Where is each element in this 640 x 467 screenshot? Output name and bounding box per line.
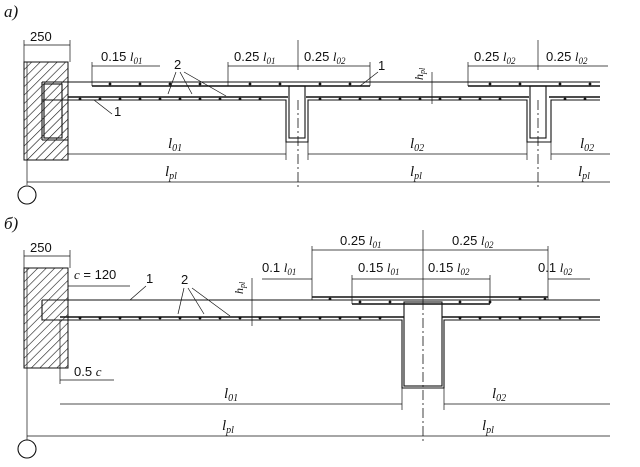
panel-a-wall-width: 250 xyxy=(30,29,52,44)
panel-b-slab-bottom xyxy=(41,300,600,389)
panel-b-callout-2: 2 xyxy=(181,272,188,287)
panel-a-axis-marker xyxy=(17,185,37,205)
panel-a-dim-025-l01: 0.25 l01 xyxy=(234,49,276,66)
panel-a-span-lpl-3: lpl xyxy=(578,164,590,182)
panel-a-hpl: hpl xyxy=(412,67,427,80)
panel-b-dim-015-l02: 0.15 l02 xyxy=(428,260,470,277)
panel-a-dim-025-l02-right: 0.25 l02 xyxy=(546,49,588,66)
panel-b-dim-05c: 0.5 c xyxy=(74,364,102,379)
panel-a-dim-015-l01: 0.15 l01 xyxy=(101,49,143,66)
panel-b-hpl: hpl xyxy=(232,281,247,294)
panel-a-callout-1-top: 1 xyxy=(378,58,385,73)
panel-b-dim-01-l01: 0.1 l01 xyxy=(262,260,296,277)
panel-b-dim-01-l02: 0.1 l02 xyxy=(538,260,573,277)
panel-a-slab-bottom xyxy=(42,99,600,143)
panel-b-span-l02: l02 xyxy=(492,386,506,404)
panel-a-label: а) xyxy=(4,2,19,21)
panel-a-dim-025-l02-mid: 0.25 l02 xyxy=(474,49,516,66)
panel-a: а) 250 xyxy=(4,2,610,205)
panel-a-dim-025-l02-left: 0.25 l02 xyxy=(304,49,346,66)
panel-b-span-l01: l01 xyxy=(224,386,238,404)
panel-b-wall xyxy=(23,267,69,369)
panel-b: б) 250 c = 120 xyxy=(4,214,610,459)
panel-b-span-lpl-1: lpl xyxy=(222,418,234,436)
panel-a-wall xyxy=(23,61,69,161)
panel-b-label: б) xyxy=(4,214,19,233)
panel-a-rib-cage-2 xyxy=(529,85,547,139)
panel-b-dim-025-l01: 0.25 l01 xyxy=(340,233,382,250)
panel-a-span-l02-mid: l02 xyxy=(410,136,424,154)
panel-b-wall-width: 250 xyxy=(30,240,52,255)
panel-a-wall-cage xyxy=(43,83,63,139)
panel-b-axis-marker xyxy=(17,439,37,459)
panel-b-span-lpl-2: lpl xyxy=(482,418,494,436)
panel-b-dim-015-l01: 0.15 l01 xyxy=(358,260,400,277)
panel-a-span-lpl-2: lpl xyxy=(410,164,422,182)
panel-a-callout-1-bottom: 1 xyxy=(114,104,121,119)
panel-a-callout-2: 2 xyxy=(174,57,181,72)
panel-b-bearing: c = 120 xyxy=(74,267,116,282)
panel-a-span-l01: l01 xyxy=(168,136,182,154)
panel-a-span-lpl-1: lpl xyxy=(165,164,177,182)
panel-a-span-l02-right: l02 xyxy=(580,136,594,154)
panel-b-dim-025-l02: 0.25 l02 xyxy=(452,233,494,250)
panel-b-callout-1: 1 xyxy=(146,271,153,286)
panel-a-rib-cage-1 xyxy=(288,85,306,139)
